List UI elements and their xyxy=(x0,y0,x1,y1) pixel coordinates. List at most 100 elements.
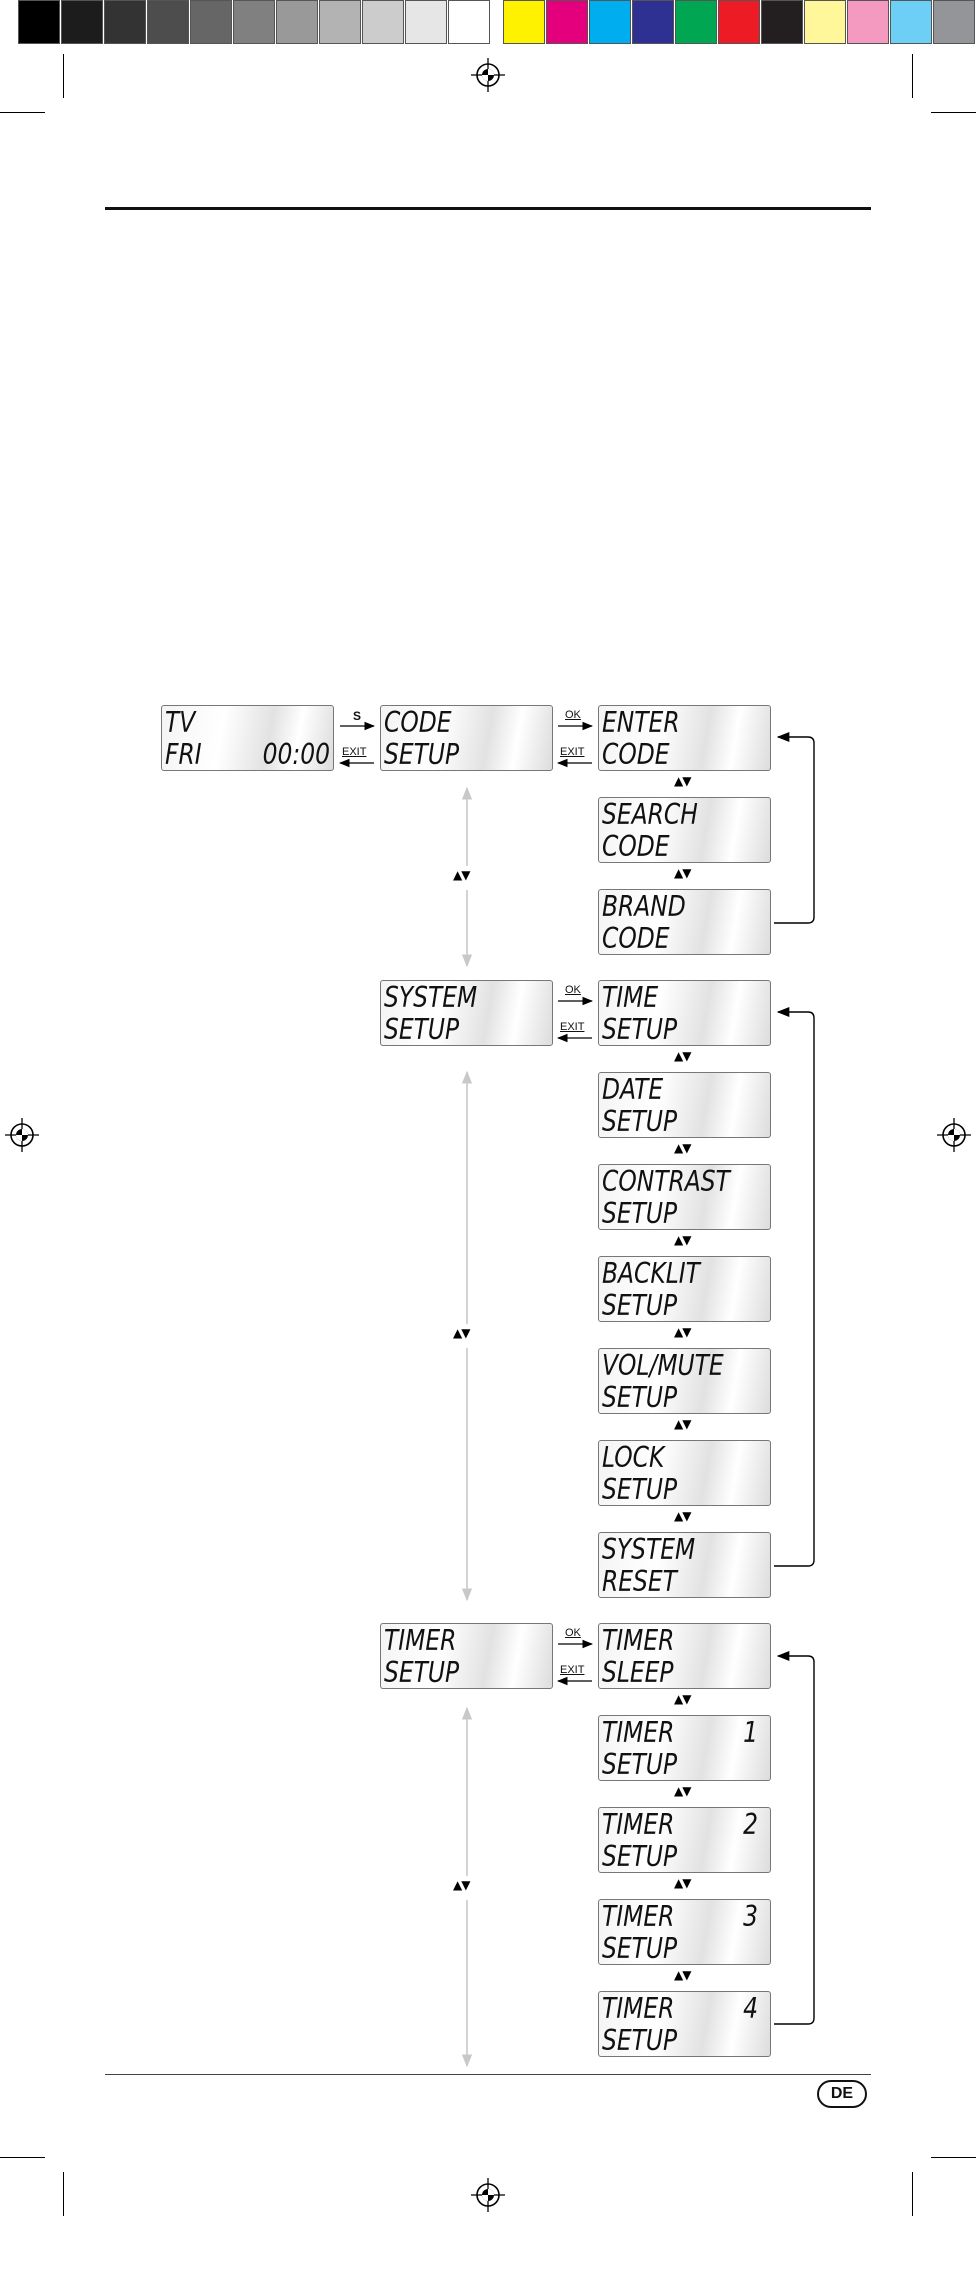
color-swatch xyxy=(718,0,760,44)
lcd-timer-4: TIMER 4 SETUP xyxy=(598,1991,771,2057)
lcd-time: 00:00 xyxy=(262,739,330,772)
up-down-arrow-icon: ▲▼ xyxy=(453,1326,470,1340)
s-key-label: S xyxy=(353,709,362,723)
color-swatch xyxy=(104,0,146,44)
registration-mark-icon xyxy=(471,58,505,92)
lcd-timer-number: 2 xyxy=(743,1809,758,1842)
lcd-system-reset: SYSTEM RESET xyxy=(598,1532,771,1598)
crop-mark xyxy=(0,2157,45,2158)
loop-back-arrow xyxy=(774,1006,815,1567)
lcd-line-2: SETUP xyxy=(602,1841,678,1874)
lcd-search-code: SEARCH CODE xyxy=(598,797,771,863)
color-swatch xyxy=(276,0,318,44)
up-down-arrow-icon: ▲▼ xyxy=(453,868,470,882)
lcd-line-1: TIMER xyxy=(602,1625,675,1658)
lcd-brand-code: BRAND CODE xyxy=(598,889,771,955)
color-calibration-bar xyxy=(18,0,976,46)
color-swatch xyxy=(61,0,103,44)
crop-mark xyxy=(931,112,976,113)
color-swatch xyxy=(233,0,275,44)
up-down-arrow-icon: ▲▼ xyxy=(674,774,691,788)
color-swatch xyxy=(890,0,932,44)
crop-mark xyxy=(931,2157,976,2158)
lcd-timer-number: 3 xyxy=(743,1901,758,1934)
up-down-arrow-icon: ▲▼ xyxy=(674,866,691,880)
color-swatch xyxy=(405,0,447,44)
crop-mark xyxy=(63,2172,64,2216)
ok-key-label: OK xyxy=(565,984,581,996)
crop-mark xyxy=(912,2172,913,2216)
color-swatch xyxy=(632,0,674,44)
color-swatch xyxy=(847,0,889,44)
ok-key-label: OK xyxy=(565,709,581,721)
lcd-timer-3: TIMER 3 SETUP xyxy=(598,1899,771,1965)
color-swatch xyxy=(804,0,846,44)
lcd-lock-setup: LOCK SETUP xyxy=(598,1440,771,1506)
lcd-line-2: SETUP xyxy=(602,1382,678,1415)
lcd-line-1: SEARCH xyxy=(602,799,698,832)
lcd-line-1: LOCK xyxy=(602,1442,665,1475)
exit-key-label: EXIT xyxy=(560,1021,585,1033)
lcd-line-1: ENTER xyxy=(602,707,680,740)
lcd-line-2: SETUP xyxy=(384,1657,460,1690)
lcd-line-1: TIME xyxy=(602,982,659,1015)
lcd-line-2: SETUP xyxy=(602,1749,678,1782)
lcd-timer-number: 1 xyxy=(743,1717,758,1750)
lcd-line-1: CODE xyxy=(384,707,452,740)
lcd-line-2: SLEEP xyxy=(602,1657,674,1690)
ok-key-label: OK xyxy=(565,1627,581,1639)
registration-mark-icon xyxy=(937,1118,971,1152)
lcd-line-1: BRAND xyxy=(602,891,686,924)
lcd-code-setup: CODE SETUP xyxy=(380,705,553,771)
crop-mark xyxy=(0,112,45,113)
lcd-line-2: SETUP xyxy=(602,1198,678,1231)
color-swatch xyxy=(18,0,60,44)
up-down-arrow-icon: ▲▼ xyxy=(674,1968,691,1982)
lcd-line-2: SETUP xyxy=(602,1014,678,1047)
up-down-arrow-icon: ▲▼ xyxy=(674,1233,691,1247)
lcd-timer-1: TIMER 1 SETUP xyxy=(598,1715,771,1781)
crop-mark xyxy=(912,54,913,98)
lcd-time-setup: TIME SETUP xyxy=(598,980,771,1046)
lcd-line-1: SYSTEM xyxy=(384,982,478,1015)
lcd-timer-2: TIMER 2 SETUP xyxy=(598,1807,771,1873)
lcd-line-1: BACKLIT xyxy=(602,1258,700,1291)
lcd-system-setup: SYSTEM SETUP xyxy=(380,980,553,1046)
lcd-line-2: SETUP xyxy=(602,1106,678,1139)
loop-back-arrow xyxy=(774,1650,815,2025)
color-swatch xyxy=(503,0,545,44)
up-down-arrow-icon: ▲▼ xyxy=(674,1692,691,1706)
lcd-volmute-setup: VOL/MUTE SETUP xyxy=(598,1348,771,1414)
lcd-line-2: SETUP xyxy=(602,1290,678,1323)
up-down-arrow-icon: ▲▼ xyxy=(674,1325,691,1339)
lcd-line-2: FRI xyxy=(165,739,202,772)
up-down-arrow-icon: ▲▼ xyxy=(674,1784,691,1798)
color-swatch xyxy=(589,0,631,44)
up-down-arrow-icon: ▲▼ xyxy=(674,1141,691,1155)
lcd-line-1: TV xyxy=(165,707,196,740)
color-swatch xyxy=(546,0,588,44)
lcd-date-setup: DATE SETUP xyxy=(598,1072,771,1138)
footer-rule xyxy=(105,2074,871,2075)
lcd-line-2: SETUP xyxy=(602,2025,678,2058)
lcd-line-1: TIMER xyxy=(602,1717,675,1750)
lcd-enter-code: ENTER CODE xyxy=(598,705,771,771)
crop-mark xyxy=(63,54,64,98)
lcd-timer-sleep: TIMER SLEEP xyxy=(598,1623,771,1689)
color-swatch xyxy=(147,0,189,44)
lcd-line-2: CODE xyxy=(602,739,670,772)
exit-key-label: EXIT xyxy=(342,746,367,758)
color-swatch xyxy=(190,0,232,44)
up-down-arrow-icon: ▲▼ xyxy=(674,1049,691,1063)
lcd-line-1: DATE xyxy=(602,1074,664,1107)
lcd-line-2: SETUP xyxy=(602,1933,678,1966)
lcd-line-2: SETUP xyxy=(602,1474,678,1507)
loop-back-arrow xyxy=(774,731,815,924)
lcd-line-1: TIMER xyxy=(384,1625,457,1658)
lcd-line-2: RESET xyxy=(602,1566,677,1599)
lcd-line-1: SYSTEM xyxy=(602,1534,696,1567)
lcd-line-1: TIMER xyxy=(602,1809,675,1842)
up-down-arrow-icon: ▲▼ xyxy=(453,1878,470,1892)
lcd-timer-number: 4 xyxy=(743,1993,758,2026)
